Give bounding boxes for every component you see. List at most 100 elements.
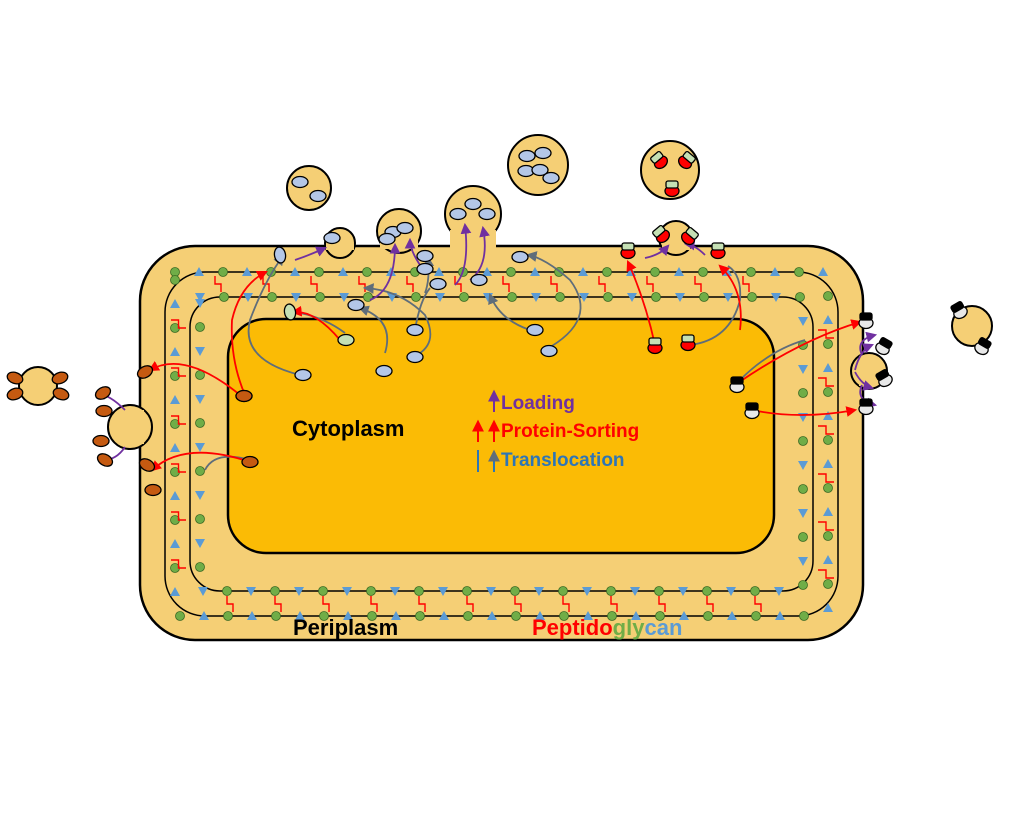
protein-icon [273,246,287,264]
glycan-triangle [195,347,205,356]
glycan-triangle [247,611,257,620]
glycan-triangle [583,611,593,620]
protein-icon [337,333,355,347]
peptide-crosslink [322,596,330,612]
glycan-bead [798,436,808,446]
glycan-bead [315,292,325,302]
peptide-crosslink [370,596,378,612]
glycan-bead [651,292,661,302]
glycan-triangle [170,395,180,404]
protein-icon [94,386,112,400]
glycan-triangle [338,267,348,276]
glycan-bead [195,514,205,524]
protein-icon [375,364,393,378]
legend-translocation-label: Translocation [501,450,625,471]
glycan-bead [510,586,520,596]
glycan-triangle [195,491,205,500]
glycan-triangle [579,293,589,302]
glycan-triangle [486,587,496,596]
protein-icon [92,434,110,448]
capped-protein-icon [677,150,696,170]
peptide-crosslink [406,276,414,292]
peptide-crosslink [310,276,318,292]
glycan-triangle [823,507,833,516]
cargo-proteins [6,146,992,497]
protein-icon [542,171,560,185]
protein-icon [51,371,69,385]
glycan-bead [366,586,376,596]
protein-icon [241,455,259,469]
glycan-triangle [482,267,492,276]
glycan-bead [175,611,185,621]
glycan-triangle [774,587,784,596]
glycan-bead [823,531,833,541]
glycan-bead [654,586,664,596]
glycan-triangle [771,293,781,302]
glycan-bead [655,611,665,621]
glycan-bead [795,292,805,302]
glycan-triangle [195,539,205,548]
peptide-crosslink [418,596,426,612]
capped-protein-icon [652,224,671,244]
glycan-bead [511,611,521,621]
glycan-triangle [390,587,400,596]
glycan-bead [459,292,469,302]
protein-icon [6,371,24,385]
glycan-triangle [170,443,180,452]
glycan-triangle [198,587,208,596]
glycan-triangle [675,293,685,302]
peptide-crosslink [818,521,834,531]
protein-icon [6,387,24,401]
protein-icon [291,175,309,189]
glycan-triangle [246,587,256,596]
peptide-crosslink [226,596,234,612]
glycan-triangle [195,395,205,404]
protein-icon [235,389,253,403]
peptidoglycan-label-part3: can [644,615,682,640]
protein-icon [144,483,162,497]
glycan-triangle [435,293,445,302]
peptide-crosslink [274,596,282,612]
glycan-triangle [170,299,180,308]
legend-loading-label: Loading [501,393,575,414]
protein-icon [429,277,447,291]
peptide-crosslink [514,596,522,612]
glycan-triangle [434,267,444,276]
protein-icon [518,149,536,163]
glycan-bead [751,611,761,621]
capped-protein-icon [620,242,636,260]
capped-protein-icon [647,337,663,355]
glycan-bead [367,611,377,621]
peptide-crosslink [742,276,750,292]
glycan-triangle [798,509,808,518]
glycan-bead [195,322,205,332]
peptide-crosslink [550,276,558,292]
protein-icon [378,232,396,246]
peptide-crosslink [598,276,606,292]
glycan-triangle [194,267,204,276]
glycan-triangle [295,611,305,620]
glycan-triangle [391,611,401,620]
capped-protein-icon [858,312,874,330]
protein-icon [534,146,552,160]
glycan-triangle [798,461,808,470]
glycan-triangle [170,539,180,548]
peptide-crosslink [818,377,834,387]
glycan-bead [699,292,709,302]
protein-icon [511,250,529,264]
glycan-triangle [627,293,637,302]
protein-icon [449,207,467,221]
capped-protein-icon [875,369,893,388]
protein-icon [309,189,327,203]
glycan-bead [823,435,833,445]
glycan-triangle [195,299,205,308]
protein-icon [52,387,70,401]
glycan-bead [271,611,281,621]
glycan-bead [794,267,804,277]
glycan-bead [823,579,833,589]
glycan-bead [411,292,421,302]
glycan-triangle [578,267,588,276]
peptide-crosslink [502,276,510,292]
capped-protein-icon [744,402,760,420]
